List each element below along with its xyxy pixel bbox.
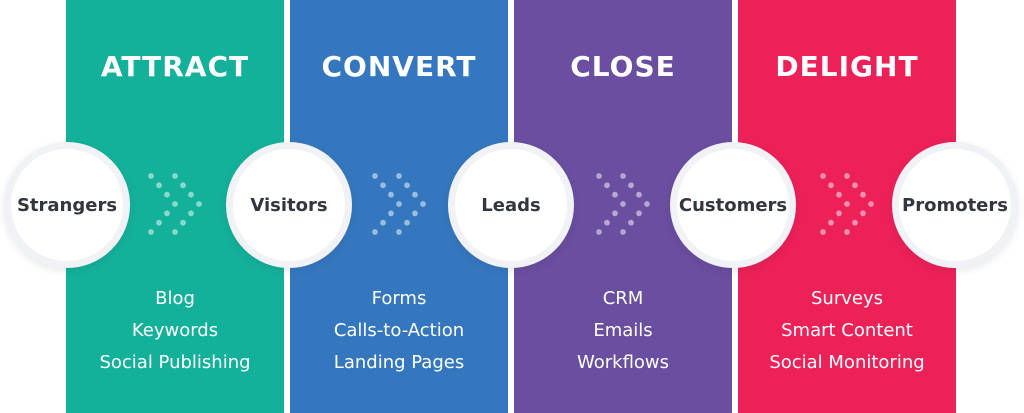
stage-item: CRM	[602, 288, 644, 309]
stage-items-delight: Surveys Smart Content Social Monitoring	[738, 283, 956, 379]
stage-title-convert: CONVERT	[321, 50, 477, 83]
stage-title-delight: DELIGHT	[775, 50, 919, 83]
stage-items-attract: Blog Keywords Social Publishing	[66, 283, 284, 379]
stage-items-convert: Forms Calls-to-Action Landing Pages	[290, 283, 508, 379]
chevron-arrow-icon	[372, 173, 426, 235]
stage-item: Calls-to-Action	[333, 320, 465, 341]
persona-circle-customers: Customers	[670, 142, 796, 268]
stage-title-attract: ATTRACT	[100, 50, 250, 83]
stage-item: Surveys	[811, 288, 883, 309]
stage-item: Social Monitoring	[769, 352, 925, 373]
persona-label: Strangers	[16, 194, 118, 216]
persona-label: Promoters	[902, 194, 1008, 216]
stage-item: Landing Pages	[333, 352, 465, 373]
persona-circle-promoters: Promoters	[892, 142, 1018, 268]
stage-item: Workflows	[576, 352, 670, 373]
persona-circle-visitors: Visitors	[226, 142, 352, 268]
chevron-arrow-icon	[148, 173, 202, 235]
persona-circle-leads: Leads	[448, 142, 574, 268]
stage-item: Keywords	[131, 320, 219, 341]
persona-label: Visitors	[250, 194, 328, 216]
chevron-arrow-icon	[596, 173, 650, 235]
stage-item: Social Publishing	[99, 352, 251, 373]
stage-item: Smart Content	[781, 320, 913, 341]
stage-title-close: CLOSE	[570, 50, 676, 83]
stage-item: Forms	[371, 288, 427, 309]
persona-label: Leads	[481, 194, 541, 216]
stage-item: Blog	[155, 288, 195, 309]
stage-item: Emails	[593, 320, 653, 341]
persona-circle-strangers: Strangers	[4, 142, 130, 268]
stage-items-close: CRM Emails Workflows	[514, 283, 732, 379]
chevron-arrow-icon	[820, 173, 874, 235]
persona-label: Customers	[678, 194, 788, 216]
